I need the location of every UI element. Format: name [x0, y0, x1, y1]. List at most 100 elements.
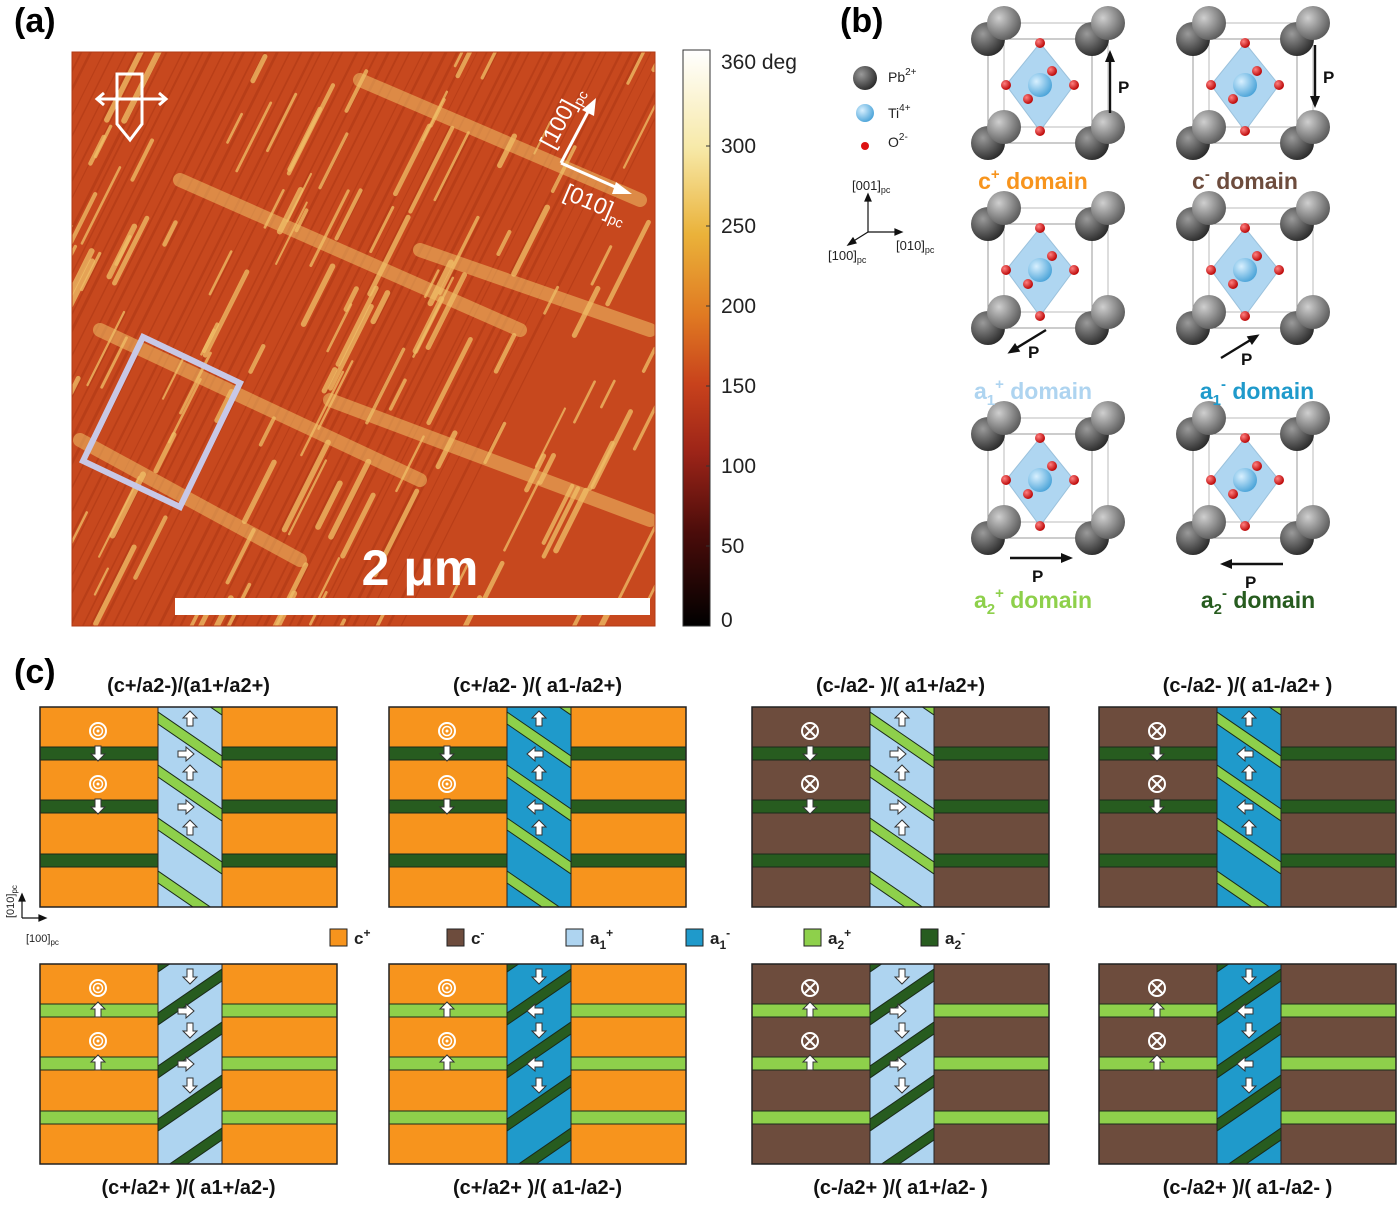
diagram-7: (c-/a2+ )/( a1-/a2- ) [1098, 963, 1397, 1199]
slanted-domain-band [1217, 817, 1281, 875]
bright-domain-segment [54, 187, 68, 216]
bright-domain-segment [496, 229, 512, 256]
slanted-domain-band [870, 870, 924, 907]
out-of-plane-dot-icon [438, 722, 456, 740]
highlight-rectangle [78, 333, 245, 511]
ti-ion [1028, 258, 1052, 282]
phase-streak [72, 52, 315, 538]
out-of-plane-dot-icon [89, 722, 107, 740]
o-ion [1069, 80, 1079, 90]
bright-domain-segment [235, 101, 273, 173]
bright-domain-segment [388, 378, 407, 411]
bright-domain-segment [590, 245, 613, 286]
phase-streak [111, 52, 401, 626]
pb-ion-swatch [853, 66, 877, 90]
slanted-domain-band [1217, 1074, 1281, 1132]
bright-domain-segment [343, 286, 359, 312]
polarization-arrow-icon [889, 798, 907, 816]
o-ion-label: O2- [888, 132, 908, 150]
pb-ion [1192, 110, 1226, 144]
legend-item-4: a2+ [803, 926, 851, 952]
polarization-arrow-icon [1148, 1054, 1166, 1071]
diagram-title: (c+/a2+ )/( a1-/a2-) [453, 1177, 622, 1199]
bright-domain-segment [328, 458, 372, 540]
polarization-arrow-icon [526, 1002, 544, 1020]
polarization-arrow-icon [530, 819, 548, 836]
bright-domain-segment [321, 367, 338, 394]
legend-item-5: a2- [920, 926, 965, 952]
slanted-domain-band [1217, 870, 1271, 907]
o-ion [1252, 461, 1262, 471]
bright-domain-segment [632, 404, 655, 451]
pb-ion [1192, 295, 1226, 329]
o-ion [1035, 311, 1045, 321]
into-plane-cross-icon [1148, 722, 1166, 740]
phase-streak [72, 52, 225, 357]
bright-domain-segment [287, 106, 323, 172]
o-ion [1001, 265, 1011, 275]
bright-domain-segment [622, 103, 655, 169]
polarization-arrow-icon [893, 968, 911, 985]
bright-domain-segment [300, 263, 336, 327]
phase-streak [0, 40, 73, 700]
slanted-domain-band [507, 764, 571, 822]
diagram-0: (c+/a2-)/(a1+/a2+) [39, 675, 338, 908]
slanted-domain-band [507, 711, 571, 769]
pb-ion [1296, 401, 1330, 435]
o-ion [1274, 265, 1284, 275]
polarization-arrow-icon [893, 1077, 911, 1094]
bright-domain-segment [226, 112, 243, 144]
bright-domain-segment [179, 351, 212, 415]
bright-domain-segment [433, 131, 470, 202]
phase-streak [72, 52, 258, 423]
bright-domain-segment [395, 435, 425, 493]
bright-domain-segment [626, 52, 646, 85]
phase-streak [312, 52, 602, 626]
bright-domain-segment [266, 92, 298, 153]
polarization-label: P [1028, 343, 1039, 362]
o-ion [1252, 66, 1262, 76]
phase-streak [72, 52, 237, 381]
polarization-arrow-icon [1236, 1055, 1254, 1073]
o-ion [1206, 265, 1216, 275]
domain-wall-diagrams: (c+/a2-)/(a1+/a2+) (c+/a2- )/( a1-/a2+) (c… [39, 675, 1397, 1199]
bright-domain-segment [258, 416, 276, 447]
bright-domain-segment [426, 336, 473, 426]
phase-streak [72, 52, 268, 443]
polarization-arrow-icon [801, 1001, 819, 1018]
slanted-domain-band [1217, 764, 1281, 822]
diagram-title: (c+/a2- )/( a1-/a2+) [453, 675, 622, 697]
cantilever-tip-icon [94, 72, 169, 143]
phase-streak [72, 52, 192, 292]
pb-ion [987, 505, 1021, 539]
svg-text:c-: c- [471, 926, 484, 948]
slanted-domain-band [870, 817, 934, 875]
ion-legend: Pb2+ Ti4+ O2- [853, 66, 917, 150]
polarization-arrow-icon [1240, 1022, 1258, 1039]
bright-domain-segment [493, 333, 517, 374]
phase-streak [255, 52, 545, 626]
bright-domain-segment [232, 639, 242, 660]
phase-streak [72, 52, 322, 552]
phase-streak [72, 52, 204, 316]
bright-domain-segment [448, 563, 469, 601]
polarization-arrow-icon [893, 710, 911, 727]
bright-domain-segment [340, 492, 376, 559]
diagram-2: (c-/a2- )/( a1+/a2+) [751, 675, 1050, 908]
panel-b-label: (b) [840, 2, 883, 40]
bright-domain-segment [250, 54, 268, 84]
pb-ion-label: Pb2+ [888, 67, 917, 85]
slanted-domain-band [507, 870, 561, 907]
slanted-domain-band [517, 1127, 571, 1164]
phase-streak [72, 52, 127, 162]
bright-domain-segment [248, 344, 266, 374]
phase-streak [189, 52, 478, 626]
diagram-1: (c+/a2- )/( a1-/a2+) [388, 675, 687, 908]
polarization-arrow-icon [893, 764, 911, 781]
diagram-title: (c+/a2-)/(a1+/a2+) [107, 675, 270, 697]
polarization-arrow-icon [1240, 819, 1258, 836]
bright-domain-segment [369, 205, 395, 254]
pb-ion [1296, 110, 1330, 144]
